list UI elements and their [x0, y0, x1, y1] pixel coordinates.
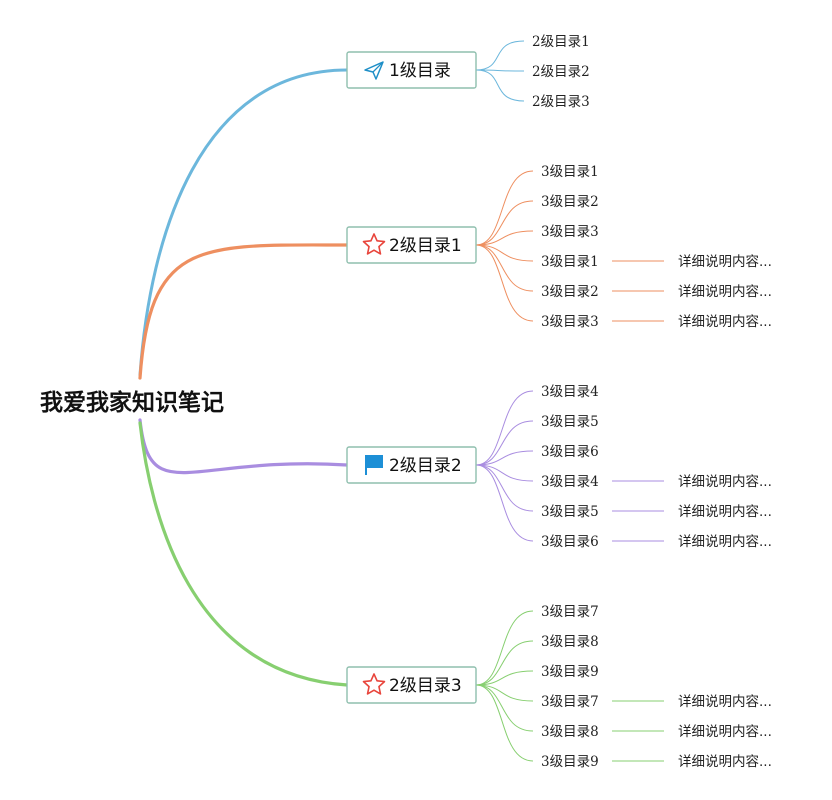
- edge-branch-2-leaf-6: [475, 244, 534, 322]
- leaf-label-2-5[interactable]: 3级目录2: [541, 284, 599, 300]
- detail-label-2-6[interactable]: 详细说明内容...: [678, 313, 772, 330]
- edge-branch-4-leaf-3: [475, 670, 534, 686]
- detail-label-3-5[interactable]: 详细说明内容...: [678, 503, 772, 520]
- detail-label-2-4[interactable]: 详细说明内容...: [678, 253, 772, 270]
- edge-branch-2-leaf-3: [475, 230, 534, 246]
- edge-branch-4-leaf-6: [475, 684, 534, 762]
- detail-label-4-6[interactable]: 详细说明内容...: [678, 753, 772, 770]
- edge-branch-2-leaf-2: [475, 200, 534, 246]
- edge-branch-2-leaf-4: [475, 244, 534, 262]
- leaf-label-4-4[interactable]: 3级目录7: [541, 694, 599, 710]
- branch-node-box: [346, 51, 477, 89]
- leaf-label-4-5[interactable]: 3级目录8: [541, 724, 599, 740]
- branch-node-label: 2级目录3: [389, 676, 462, 696]
- branch-node-2[interactable]: 2级目录1: [346, 226, 477, 264]
- leaf-label-1-3[interactable]: 2级目录3: [532, 94, 590, 110]
- leaf-label-3-1[interactable]: 3级目录4: [541, 384, 599, 400]
- leaf-label-3-6[interactable]: 3级目录6: [541, 534, 599, 550]
- branch-node-3[interactable]: 2级目录2: [346, 446, 477, 484]
- leaf-label-2-3[interactable]: 3级目录3: [541, 224, 599, 240]
- detail-label-3-6[interactable]: 详细说明内容...: [678, 533, 772, 550]
- leaf-label-1-1[interactable]: 2级目录1: [532, 34, 590, 50]
- leaf-label-3-3[interactable]: 3级目录6: [541, 444, 599, 460]
- detail-label-3-4[interactable]: 详细说明内容...: [678, 473, 772, 490]
- branch-node-label: 2级目录2: [389, 456, 462, 476]
- edge-root-to-branch-1: [138, 68, 349, 377]
- detail-label-2-5[interactable]: 详细说明内容...: [678, 283, 772, 300]
- edge-branch-3-leaf-1: [475, 390, 534, 466]
- leaf-label-4-3[interactable]: 3级目录9: [541, 664, 599, 680]
- leaf-label-2-1[interactable]: 3级目录1: [541, 164, 599, 180]
- paper-plane-icon: [364, 61, 384, 80]
- leaf-label-4-6[interactable]: 3级目录9: [541, 754, 599, 770]
- leaf-label-1-2[interactable]: 2级目录2: [532, 64, 590, 80]
- root-title[interactable]: 我爱我家知识笔记: [40, 389, 224, 416]
- flag-icon: [365, 455, 383, 475]
- edge-branch-1-leaf-2: [475, 69, 525, 72]
- branch-node-label: 2级目录1: [389, 236, 462, 256]
- leaf-label-3-4[interactable]: 3级目录4: [541, 474, 599, 490]
- star-icon: [362, 233, 386, 255]
- branch-node-1[interactable]: 1级目录: [346, 51, 477, 89]
- leaf-label-3-2[interactable]: 3级目录5: [541, 414, 599, 430]
- mind-map-edges: [138, 40, 664, 762]
- edge-branch-3-leaf-3: [475, 450, 534, 466]
- edge-branch-1-leaf-1: [475, 40, 525, 71]
- edge-branch-4-leaf-2: [475, 640, 534, 686]
- edge-root-to-branch-2: [138, 243, 349, 380]
- edge-branch-1-leaf-3: [475, 69, 525, 102]
- branch-node-4[interactable]: 2级目录3: [346, 666, 477, 704]
- edge-branch-3-leaf-4: [475, 464, 534, 482]
- edge-branch-4-leaf-1: [475, 610, 534, 686]
- leaf-label-2-2[interactable]: 3级目录2: [541, 194, 599, 210]
- edge-branch-3-leaf-2: [475, 420, 534, 466]
- leaf-label-4-1[interactable]: 3级目录7: [541, 604, 599, 620]
- edge-branch-3-leaf-5: [475, 464, 534, 512]
- edge-branch-2-leaf-1: [475, 170, 534, 246]
- edge-branch-2-leaf-5: [475, 244, 534, 292]
- edge-root-to-branch-3: [138, 418, 349, 475]
- edge-branch-4-leaf-4: [475, 684, 534, 702]
- edge-branch-3-leaf-6: [475, 464, 534, 542]
- detail-label-4-4[interactable]: 详细说明内容...: [678, 693, 772, 710]
- leaf-label-2-4[interactable]: 3级目录1: [541, 254, 599, 270]
- edge-root-to-branch-4: [138, 421, 349, 687]
- leaf-label-3-5[interactable]: 3级目录5: [541, 504, 599, 520]
- detail-label-4-5[interactable]: 详细说明内容...: [678, 723, 772, 740]
- branch-node-label: 1级目录: [389, 61, 451, 81]
- edge-branch-4-leaf-5: [475, 684, 534, 732]
- leaf-label-4-2[interactable]: 3级目录8: [541, 634, 599, 650]
- star-icon: [362, 673, 386, 695]
- mind-map-nodes: 1级目录 2级目录1 2级目录2 2级目录3 2级目录1 3级目录1 3级目录2 3级目录3 3…: [346, 34, 772, 770]
- leaf-label-2-6[interactable]: 3级目录3: [541, 314, 599, 330]
